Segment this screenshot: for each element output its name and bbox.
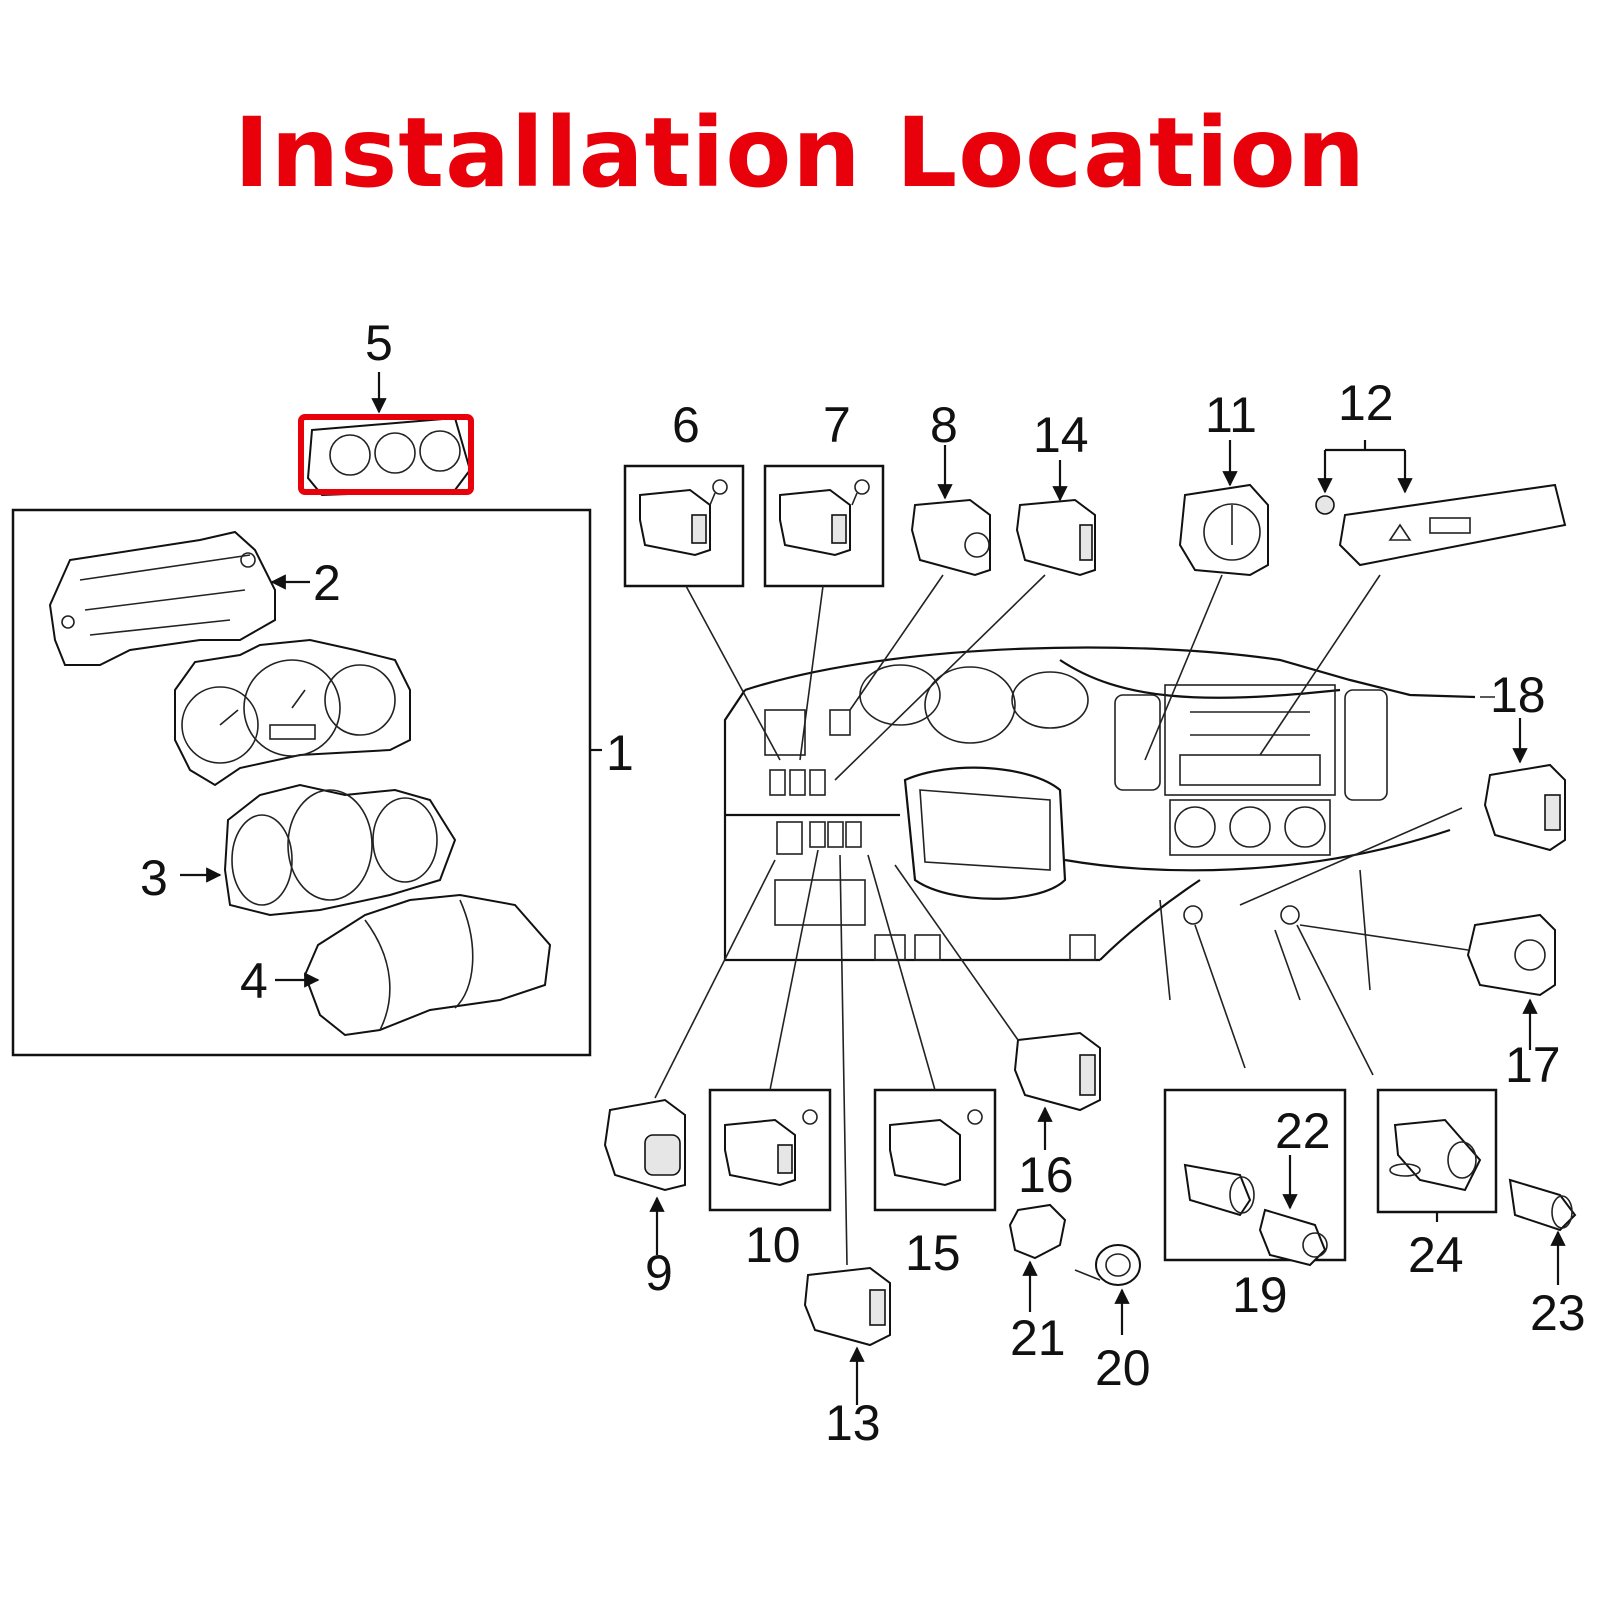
callout-8: 8 — [930, 397, 958, 453]
callout-19: 19 — [1232, 1267, 1288, 1323]
part-10-switch — [724, 1109, 818, 1187]
callout-18: 18 — [1490, 667, 1546, 723]
callout-10: 10 — [745, 1217, 801, 1273]
page-title: Installation Location — [234, 97, 1366, 209]
callout-21: 21 — [1010, 1310, 1066, 1366]
part-15-switch — [889, 1109, 983, 1187]
part-6-box — [623, 464, 745, 588]
part-4-cover-glass — [303, 893, 552, 1037]
callout-9: 9 — [645, 1245, 673, 1301]
part-20-ring — [1074, 1244, 1141, 1286]
part-24-power-outlet — [1389, 1118, 1482, 1192]
callout-5: 5 — [365, 315, 393, 371]
part-cluster-gauge-assembly — [174, 638, 411, 787]
dashboard-outline — [723, 646, 1476, 1001]
part-17-switch — [1466, 913, 1556, 997]
part-19-lighter-socket — [1183, 1163, 1255, 1217]
callout-17: 17 — [1505, 1037, 1561, 1093]
part-13-switch — [803, 1266, 891, 1347]
part-7-box — [763, 464, 885, 588]
part-6-switch — [639, 479, 728, 557]
callout-24: 24 — [1408, 1227, 1464, 1283]
part-9-switch — [603, 1098, 686, 1192]
cluster-group-box — [11, 508, 592, 1057]
callout-6: 6 — [672, 397, 700, 453]
part-3-lens-frame — [223, 783, 457, 917]
callout-3: 3 — [140, 850, 168, 906]
part-12-hazard-panel — [1315, 483, 1567, 567]
callout-4: 4 — [240, 953, 268, 1009]
part-19-box — [1163, 1088, 1347, 1262]
callout-13: 13 — [825, 1395, 881, 1451]
callout-15: 15 — [905, 1225, 961, 1281]
callout-20: 20 — [1095, 1340, 1151, 1396]
part-5-climate-control — [306, 416, 472, 497]
part-14-switch — [1015, 498, 1096, 577]
part-23-outlet-socket — [1508, 1178, 1577, 1232]
part-8-switch — [910, 498, 991, 577]
callout-23: 23 — [1530, 1285, 1586, 1341]
callout-2: 2 — [313, 555, 341, 611]
part-18-switch — [1483, 763, 1566, 852]
callout-11: 11 — [1205, 387, 1257, 443]
callout-14: 14 — [1033, 407, 1089, 463]
part-7-switch — [779, 479, 870, 557]
part-16-switch — [1013, 1031, 1101, 1112]
callout-16: 16 — [1018, 1147, 1074, 1203]
highlight-box-part-5 — [298, 414, 474, 495]
callout-22: 22 — [1275, 1103, 1331, 1159]
callout-7: 7 — [823, 397, 851, 453]
part-2-cluster-hood — [48, 530, 276, 666]
part-22-lighter — [1258, 1208, 1328, 1267]
part-21-socket — [1008, 1203, 1067, 1260]
part-11-headlamp-switch — [1178, 483, 1269, 577]
callout-12: 12 — [1338, 375, 1394, 431]
callout-1: 1 — [606, 725, 634, 781]
